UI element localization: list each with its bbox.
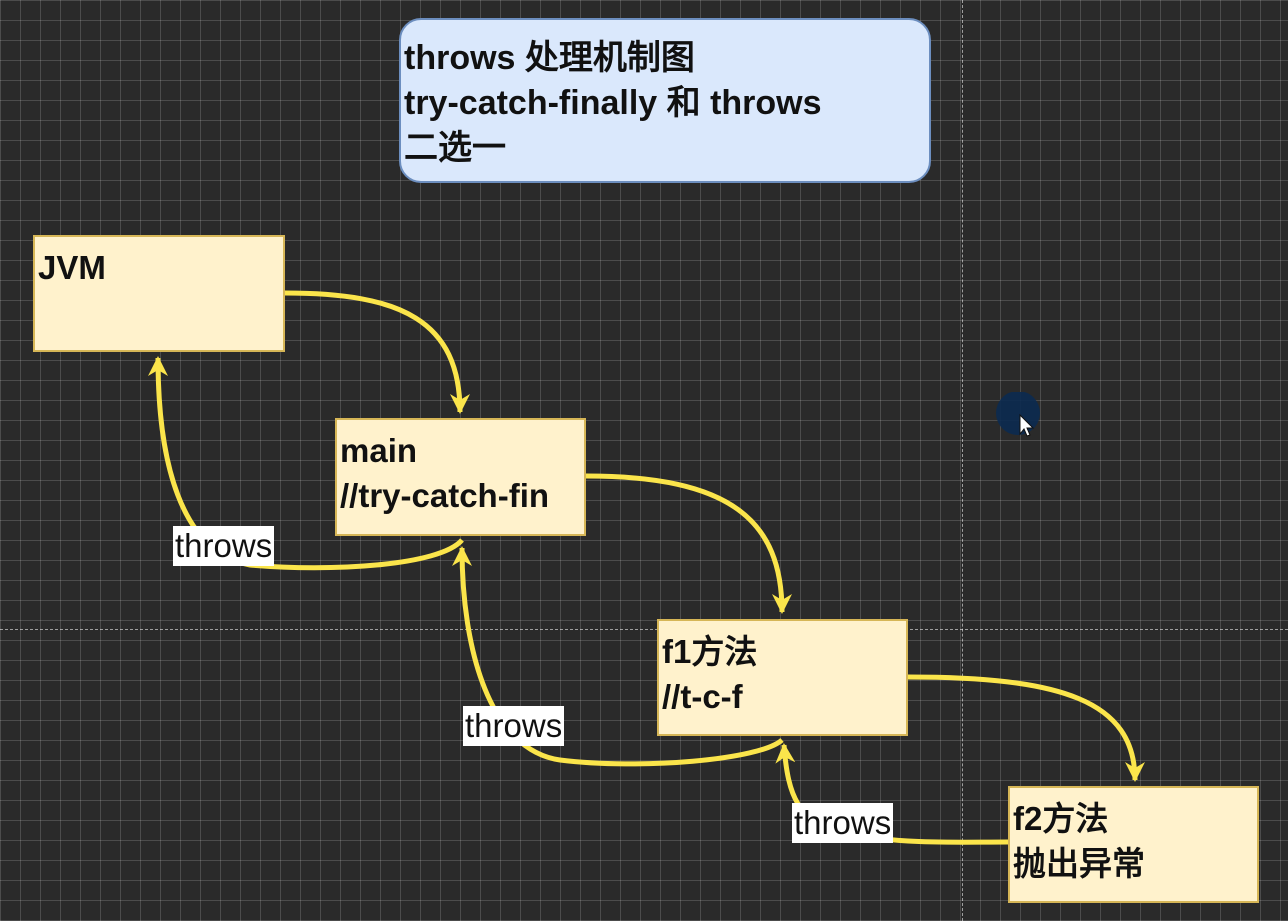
- edge-label-main-to-jvm[interactable]: throws: [173, 526, 275, 566]
- edge-f1-to-f2[interactable]: [907, 674, 1145, 782]
- node-f1[interactable]: f1方法 //t-c-f: [657, 619, 908, 736]
- node-f2-desc: 抛出异常: [1013, 845, 1145, 882]
- title-box[interactable]: throws 处理机制图 try-catch-finally 和 throws …: [399, 18, 931, 183]
- node-main-label: main: [340, 432, 418, 469]
- vertical-guide-line: [962, 0, 963, 921]
- edge-label-f1-to-main[interactable]: throws: [463, 706, 565, 746]
- edge-label-f2-to-f1[interactable]: throws: [792, 803, 894, 843]
- node-f1-label: f1方法: [662, 633, 758, 670]
- node-jvm[interactable]: JVM: [33, 235, 285, 352]
- mouse-pointer-icon: [996, 392, 1040, 437]
- node-f2-label: f2方法: [1013, 800, 1109, 837]
- node-jvm-label: JVM: [38, 249, 106, 286]
- edge-f1-to-main[interactable]: [452, 546, 784, 767]
- title-line-3: 二选一: [404, 129, 506, 167]
- node-f2[interactable]: f2方法 抛出异常: [1008, 786, 1259, 903]
- edge-jvm-to-main[interactable]: [284, 290, 470, 414]
- horizontal-guide-line: [0, 629, 1288, 630]
- title-line-2: try-catch-finally 和 throws: [404, 84, 822, 122]
- edge-main-to-f1[interactable]: [585, 473, 792, 614]
- node-main-comment: //try-catch-fin: [340, 477, 550, 514]
- node-main[interactable]: main //try-catch-fin: [335, 418, 586, 536]
- node-f1-comment: //t-c-f: [662, 678, 743, 715]
- title-line-1: throws 处理机制图: [404, 39, 695, 77]
